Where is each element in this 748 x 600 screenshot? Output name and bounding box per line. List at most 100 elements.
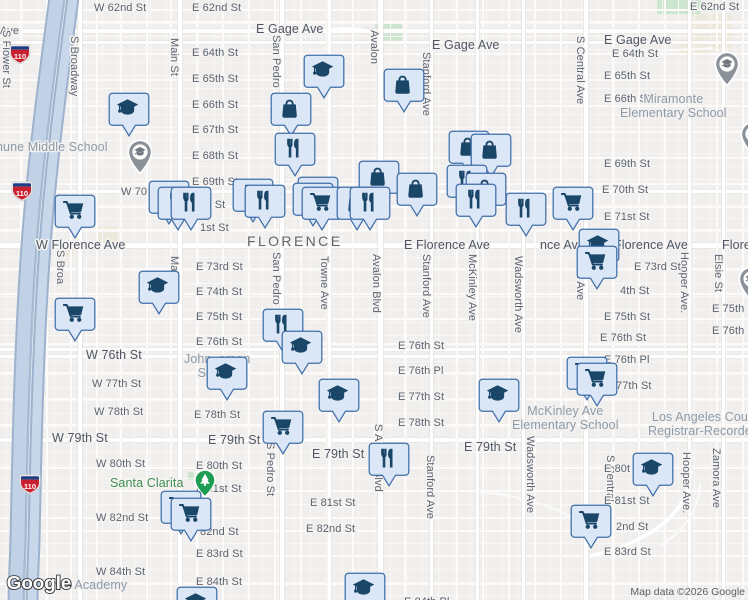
road-segment (646, 0, 647, 600)
road-segment (294, 0, 295, 600)
street-label: E 78th St (194, 409, 241, 421)
map-result-marker[interactable] (303, 54, 345, 102)
road-segment (638, 0, 641, 600)
map-result-marker[interactable] (170, 497, 212, 545)
poi-pin-school[interactable] (125, 138, 155, 176)
road-segment (102, 0, 103, 600)
road-segment (0, 105, 748, 108)
map-result-marker[interactable] (54, 194, 96, 242)
street-label: W 80th St (96, 458, 146, 470)
map-result-marker[interactable] (349, 186, 391, 234)
road-segment (0, 348, 748, 351)
road-segment (352, 0, 355, 600)
road-segment (584, 0, 589, 600)
map-result-marker[interactable] (383, 68, 425, 116)
park-pin[interactable] (192, 468, 218, 498)
google-logo[interactable]: Google (4, 571, 82, 596)
map-result-marker[interactable] (576, 245, 618, 293)
road-segment (456, 0, 459, 600)
map-result-marker[interactable] (576, 362, 618, 410)
map-result-marker[interactable] (270, 92, 312, 140)
map-result-marker[interactable] (344, 572, 386, 600)
road-segment (120, 0, 123, 600)
map-result-marker[interactable] (632, 452, 674, 500)
map-result-marker[interactable] (54, 297, 96, 345)
street-label: E 76th St (600, 332, 647, 344)
road-segment (406, 0, 407, 600)
road-segment (178, 0, 182, 600)
road-segment (422, 0, 423, 600)
street-label: E 73rd St (634, 261, 681, 273)
road-segment (710, 0, 711, 600)
road-segment (722, 0, 725, 600)
map-result-marker[interactable] (108, 92, 150, 140)
map-result-marker[interactable] (478, 378, 520, 426)
road-segment (0, 438, 748, 443)
map-result-marker[interactable] (552, 186, 594, 234)
restaurant-icon (518, 198, 530, 218)
restaurant-icon (362, 192, 374, 212)
school-icon (352, 579, 375, 595)
street-label: E 76th Pl (398, 365, 444, 377)
road-segment (230, 0, 231, 600)
street-label: E 76th S (712, 325, 748, 337)
map-result-marker[interactable] (206, 356, 248, 404)
street-label: E 75th St (604, 311, 651, 323)
shopping-icon (282, 99, 297, 118)
shopping-icon (408, 179, 423, 198)
restaurant-icon (275, 314, 287, 334)
map-result-marker[interactable] (396, 172, 438, 220)
map-result-marker[interactable] (274, 132, 316, 180)
road-segment (486, 0, 487, 600)
street-label: E 78th St (398, 417, 445, 429)
cart-icon (560, 192, 582, 211)
street-label: E Gage Ave (604, 33, 672, 47)
map-result-marker[interactable] (455, 183, 497, 231)
street-label: Stanford Ave (424, 455, 436, 519)
street-label: Stanford Ave (420, 254, 432, 318)
poi-pin-school[interactable] (738, 120, 748, 158)
map-result-marker[interactable] (138, 270, 180, 318)
road-segment (0, 490, 748, 493)
street-label: E Gage Ave (256, 22, 324, 36)
map-result-marker[interactable] (170, 186, 212, 234)
road-segment (550, 0, 551, 600)
street-label: Ave (0, 25, 20, 37)
street-label: Wadsworth Ave (512, 256, 524, 334)
map-result-marker[interactable] (176, 586, 218, 600)
cart-icon (270, 416, 292, 435)
street-label: E Gage Ave (432, 38, 500, 52)
road-segment (476, 0, 480, 600)
cart-icon (62, 200, 84, 219)
road-segment (0, 318, 748, 321)
restaurant-icon (287, 138, 299, 158)
map-result-marker[interactable] (505, 192, 547, 240)
svg-text:110: 110 (24, 482, 36, 491)
neighborhood-label: FLORENCE (247, 233, 343, 249)
map-result-marker[interactable] (281, 330, 323, 378)
school-icon (116, 99, 139, 115)
road-segment (378, 0, 383, 600)
map-result-marker[interactable] (570, 504, 612, 552)
road-segment (518, 0, 519, 600)
poi-pin-school[interactable] (736, 265, 748, 303)
street-label: E 68th St (192, 150, 239, 162)
road-segment (678, 0, 679, 600)
map-result-marker[interactable] (262, 410, 304, 458)
svg-text:Google: Google (7, 572, 72, 593)
street-label: E 65th St (192, 73, 239, 85)
map-result-marker[interactable] (368, 442, 410, 490)
street-label: E Florence Ave (404, 238, 490, 252)
street-label: W Florence Ave (36, 238, 126, 252)
poi-label: hune Middle School (0, 140, 108, 154)
map-result-marker[interactable] (318, 378, 360, 426)
map-result-marker[interactable] (301, 186, 343, 234)
road-segment (222, 0, 225, 600)
poi-label: Miramonte Elementary School (620, 92, 727, 120)
poi-pin-school[interactable] (712, 50, 742, 88)
map-result-marker[interactable] (244, 184, 286, 232)
street-label: E 62nd St (192, 2, 242, 14)
street-label: San Pedro (270, 252, 282, 305)
street-label: W 77th St (92, 378, 142, 390)
